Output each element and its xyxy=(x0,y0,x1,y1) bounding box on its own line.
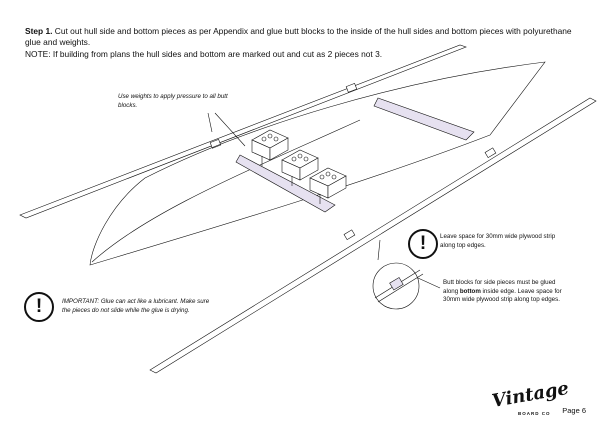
butt-note-bold: bottom xyxy=(459,287,481,295)
warning-icon: ! xyxy=(408,229,438,259)
hull-inner-line xyxy=(91,119,361,263)
hull-butt-block-left xyxy=(235,154,336,213)
hull-butt-block-right xyxy=(373,97,475,141)
note-line: NOTE: If building from plans the hull si… xyxy=(25,48,383,59)
hull-bottom-panel xyxy=(89,61,546,266)
weight-block-2 xyxy=(281,149,319,181)
detail-butt-block xyxy=(389,277,404,291)
leader-line xyxy=(214,112,246,147)
step-label: Step 1. xyxy=(25,26,53,36)
butt-note-part-1: Butt blocks for side pieces must be glue… xyxy=(443,279,556,295)
bottom-strip-butt-block-2 xyxy=(343,229,356,241)
top-strip-butt-block-2 xyxy=(209,139,222,149)
logo-sub: BOARD CO xyxy=(518,411,551,416)
bottom-side-strip xyxy=(149,97,597,374)
leader-line xyxy=(207,112,213,133)
glue-warning-note: IMPORTANT: Glue can act like a lubricant… xyxy=(62,298,210,314)
top-strip-butt-block xyxy=(345,83,358,93)
bottom-strip-butt-block xyxy=(484,147,497,159)
step-text: Cut out hull side and bottom pieces as p… xyxy=(25,26,572,48)
butt-blocks-note: Butt blocks for side pieces must be glue… xyxy=(443,279,568,305)
vintage-board-co-logo: Vintage BOARD CO xyxy=(490,378,570,419)
warning-icon: ! xyxy=(24,292,54,322)
weight-block-1 xyxy=(251,129,289,161)
top-side-strip xyxy=(19,44,467,219)
page-number: Page 6 xyxy=(562,406,586,415)
weights-note: Use weights to apply pressure to all but… xyxy=(118,93,228,109)
butt-note-part-2: inside edge. Leave space for 30mm wide p… xyxy=(443,287,562,304)
step-instructions: Step 1. Cut out hull side and bottom pie… xyxy=(25,26,585,60)
weight-block-3 xyxy=(309,167,347,199)
plywood-space-note: Leave space for 30mm wide plywood strip … xyxy=(440,233,556,249)
